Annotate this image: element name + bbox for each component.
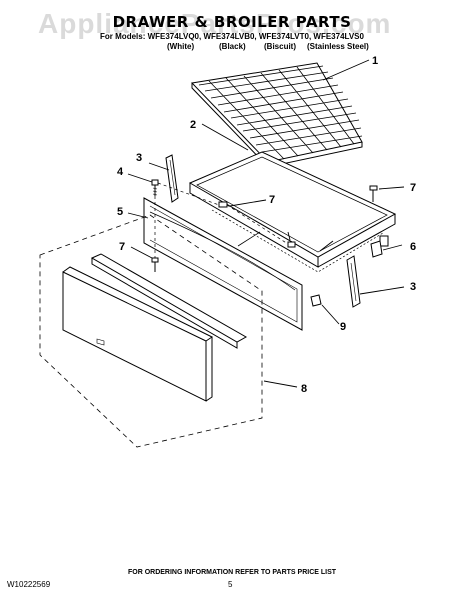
assembly-outline [39,214,263,448]
callout-7-right: 7 [410,182,416,194]
model-list: For Models: WFE374LVQ0, WFE374LVB0, WFE3… [100,32,364,41]
broiler-drawer-pan [188,151,397,273]
callout-numbers: 1 2 3 4 5 7 7 7 6 3 9 8 [117,55,416,395]
screw-part-7-right [287,241,296,248]
callout-5: 5 [117,206,123,218]
finish-stainless-steel: (Stainless Steel) [307,42,369,51]
callout-4: 4 [117,166,124,178]
screw-part-7-upper-right [369,185,378,202]
callout-2: 2 [190,119,196,131]
callout-6: 6 [410,241,416,253]
callout-3-right: 3 [410,281,416,293]
page-title: DRAWER & BROILER PARTS [112,13,352,31]
broiler-pan-grid [190,62,363,168]
finish-biscuit: (Biscuit) [264,42,296,51]
slide-bracket-left [165,154,179,203]
screw-part-7-lower-left [151,257,159,272]
document-number: W10222569 [7,580,51,589]
leader-lines [127,59,405,388]
slide-bracket-right [346,255,361,308]
callout-7-center: 7 [269,194,275,206]
callout-7-lower-left: 7 [119,241,125,253]
callout-1: 1 [372,55,378,67]
ordering-info: FOR ORDERING INFORMATION REFER TO PARTS … [127,569,337,576]
finish-white: (White) [167,42,195,51]
drawer-handle-bar [90,253,248,349]
drawer-outer-panel [62,266,213,402]
stop-part-9 [310,294,322,307]
clip-part-6 [370,240,383,258]
alignment-lines [154,182,289,258]
screw-part-7-center [218,201,228,208]
finish-black: (Black) [219,42,246,51]
callout-8: 8 [301,383,307,395]
page-number: 5 [228,580,233,589]
callout-9: 9 [340,321,346,333]
callout-3-left: 3 [136,152,142,164]
screw-part-4 [151,179,159,196]
drawer-front-panel [143,197,303,331]
